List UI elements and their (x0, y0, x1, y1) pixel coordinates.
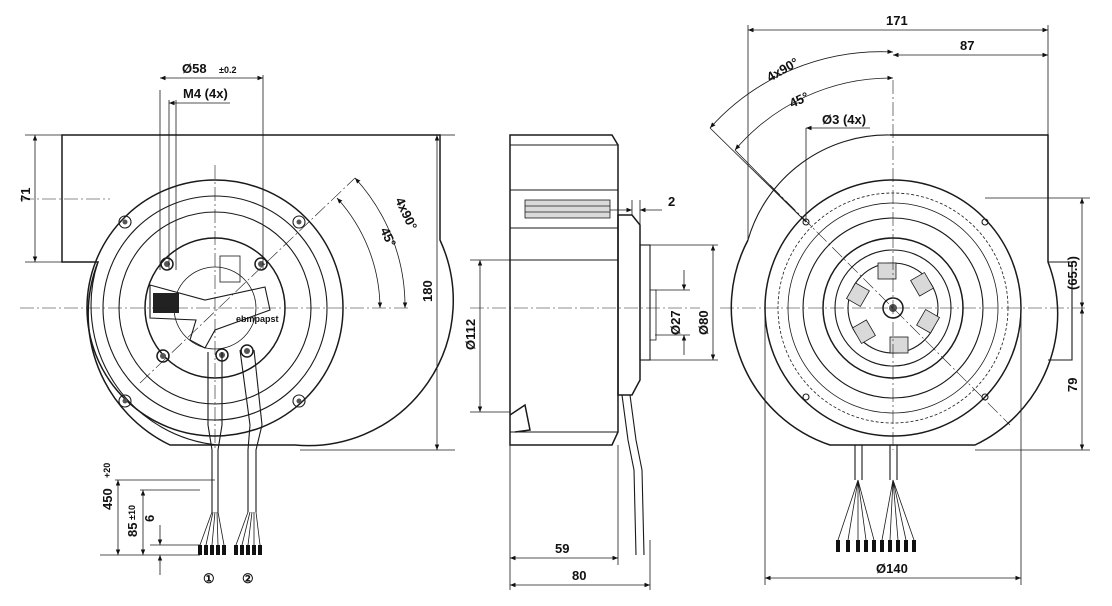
side-shaft (649, 289, 657, 341)
right-dim-65-5: (65.5) (1065, 256, 1080, 290)
left-dim-71 (25, 134, 80, 263)
right-dim-angle-45: 45° (787, 89, 811, 111)
left-mount-screws (118, 215, 306, 408)
side-cable (621, 394, 637, 556)
right-cables (836, 445, 916, 552)
left-dim-cable-85: 85 (125, 523, 140, 537)
right-diag-centerline (769, 184, 1011, 426)
left-label-plate (153, 293, 179, 313)
left-dim-bolt-circle-tol: ±0.2 (219, 65, 236, 75)
left-dim-height-180: 180 (420, 280, 435, 302)
right-dim-79: 79 (1065, 378, 1080, 392)
left-dim-angle-4x90: 4x90° (392, 195, 420, 232)
left-dim-180 (300, 134, 455, 451)
right-view: 171 87 4x90° 45° Ø3 (4x) (65.5) 79 Ø140 (709, 13, 1090, 585)
left-housing-inner (90, 261, 219, 446)
left-dim-cables (100, 479, 215, 575)
left-cables (198, 349, 263, 555)
left-angle-arcs (336, 177, 408, 309)
side-dim-59: 59 (555, 541, 569, 556)
left-cable-label-2: ② (242, 571, 254, 586)
side-dim-27: Ø27 (668, 310, 683, 335)
side-dim-112: Ø112 (463, 319, 478, 350)
right-dim-171: 171 (886, 13, 908, 28)
left-dim-strip-6: 6 (142, 515, 157, 522)
side-housing-outline (509, 134, 619, 446)
side-motor (617, 214, 641, 396)
left-motor-bracket (149, 284, 271, 349)
side-view: 2 Ø112 Ø27 Ø80 59 80 (463, 134, 718, 590)
left-diag-centerline (139, 177, 356, 384)
right-dim-holes: Ø3 (4x) (822, 112, 866, 127)
left-dim-cable-450-tol: +20 (102, 463, 112, 478)
left-dim-thread: M4 (4x) (183, 86, 228, 101)
side-dim-2: 2 (668, 194, 675, 209)
side-blades (524, 199, 611, 219)
left-dim-cable-450: 450 (100, 488, 115, 510)
right-housing-outline (730, 134, 1059, 446)
side-motor-hub (639, 244, 651, 361)
left-dim-bolt-circle: Ø58 (182, 61, 207, 76)
right-hub-windows (845, 262, 941, 354)
left-dim-cable-85-tol: ±10 (127, 505, 137, 520)
side-dims (470, 200, 718, 590)
left-cable-label-1: ① (203, 571, 215, 586)
left-view: ebmpapst ① ② (18, 61, 455, 586)
side-dim-80: 80 (572, 568, 586, 583)
right-dim-140: Ø140 (876, 561, 908, 576)
right-dim-angle-4x90: 4x90° (764, 55, 801, 85)
left-m4-screws (156, 257, 268, 363)
right-dim-87: 87 (960, 38, 974, 53)
right-dims (709, 25, 1090, 585)
left-connector (219, 255, 241, 283)
side-dim-80-dia: Ø80 (696, 310, 711, 335)
left-dim-angle-45: 45° (377, 225, 399, 249)
left-dim-top (159, 75, 264, 270)
side-foot (509, 403, 531, 433)
left-brand-text: ebmpapst (236, 314, 279, 324)
left-dim-height-71: 71 (18, 188, 33, 202)
